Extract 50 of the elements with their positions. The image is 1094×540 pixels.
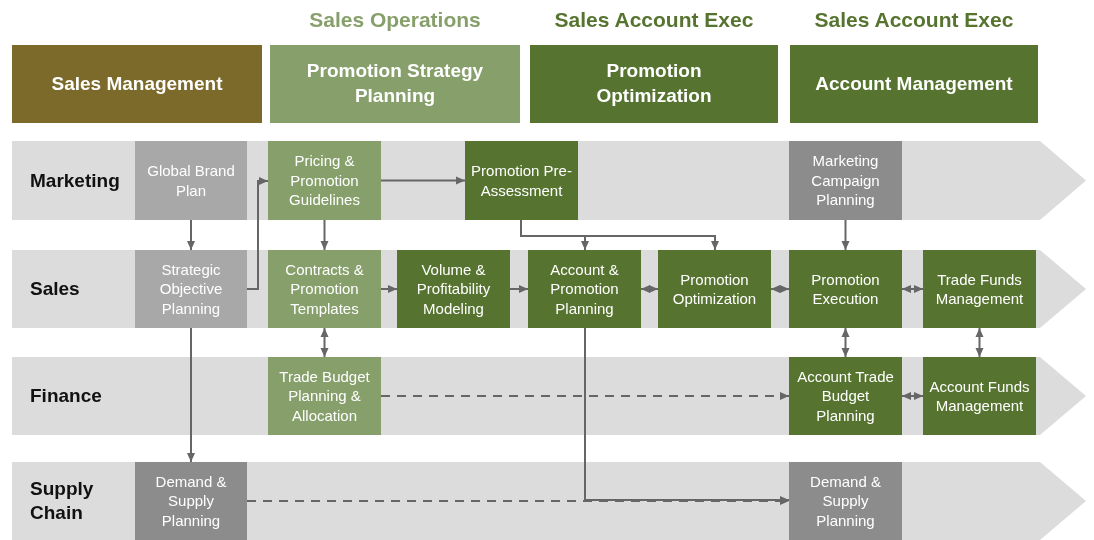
arrow bbox=[380, 285, 398, 293]
arrow bbox=[640, 285, 659, 293]
lane-label: Supply Chain bbox=[30, 477, 95, 525]
column-heading: Sales Operations bbox=[308, 8, 482, 33]
process-box: Contracts & Promotion Templates bbox=[268, 250, 381, 328]
column-heading: Sales Account Exec bbox=[553, 8, 755, 33]
process-box: Demand & Supply Planning bbox=[789, 462, 902, 540]
column-header-box: Promotion Optimization bbox=[530, 45, 778, 123]
arrow bbox=[380, 392, 790, 400]
process-box: Promotion Pre-Assessment bbox=[465, 141, 578, 220]
column-header-box: Sales Management bbox=[12, 45, 262, 123]
process-box: Marketing Campaign Planning bbox=[789, 141, 902, 220]
process-box: Strategic Objective Planning bbox=[135, 250, 247, 328]
process-box: Account & Promotion Planning bbox=[528, 250, 641, 328]
arrow bbox=[246, 497, 790, 505]
column-header-box: Promotion Strategy Planning bbox=[270, 45, 520, 123]
arrow bbox=[320, 219, 329, 251]
arrow bbox=[509, 285, 529, 293]
process-box: Trade Funds Management bbox=[923, 250, 1036, 328]
arrow bbox=[520, 219, 719, 251]
swimlane-band bbox=[12, 141, 1086, 220]
process-box: Demand & Supply Planning bbox=[135, 462, 247, 540]
arrow bbox=[320, 327, 329, 358]
process-box: Promotion Execution bbox=[789, 250, 902, 328]
swimlane-band bbox=[12, 357, 1086, 435]
process-box: Global Brand Plan bbox=[135, 141, 247, 220]
arrow bbox=[841, 327, 850, 358]
arrow bbox=[770, 285, 790, 293]
arrow bbox=[841, 219, 850, 251]
arrow bbox=[975, 327, 984, 358]
arrow bbox=[584, 327, 790, 504]
column-header-box: Account Management bbox=[790, 45, 1038, 123]
process-box: Account Trade Budget Planning bbox=[789, 357, 902, 435]
arrow bbox=[901, 392, 924, 400]
process-box: Pricing & Promotion Guidelines bbox=[268, 141, 381, 220]
swimlane-band bbox=[12, 250, 1086, 328]
arrow bbox=[901, 285, 924, 293]
process-box: Account Funds Management bbox=[923, 357, 1036, 435]
swimlane-band bbox=[12, 462, 1086, 540]
column-heading: Sales Account Exec bbox=[813, 8, 1015, 33]
process-box: Promotion Optimization bbox=[658, 250, 771, 328]
process-box: Trade Budget Planning & Allocation bbox=[268, 357, 381, 435]
lane-label: Sales bbox=[30, 277, 81, 301]
arrow bbox=[380, 176, 466, 185]
lane-label: Finance bbox=[30, 384, 103, 408]
arrow bbox=[187, 219, 195, 251]
arrow bbox=[246, 177, 269, 290]
arrow bbox=[187, 327, 195, 463]
lane-label: Marketing bbox=[30, 168, 121, 193]
process-box: Volume & Profitability Modeling bbox=[397, 250, 510, 328]
